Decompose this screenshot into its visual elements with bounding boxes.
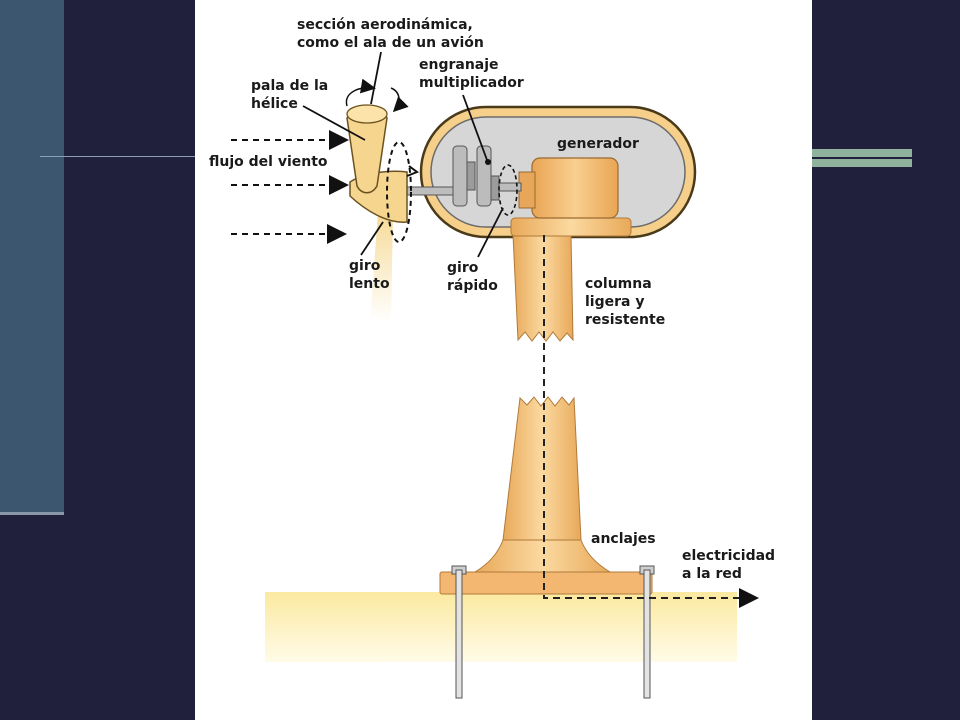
label-tower-line2: ligera y <box>585 294 644 310</box>
label-anchors: anclajes <box>591 531 656 547</box>
label-wind-flow: flujo del viento <box>209 154 328 170</box>
leader-blade <box>302 105 366 141</box>
leader-gearbox <box>462 94 488 161</box>
label-fast-spin-line2: rápido <box>447 278 498 294</box>
leader-fast-spin <box>477 207 504 258</box>
airfoil-rotation-arrow <box>345 78 376 107</box>
wind-turbine-diagram: sección aerodinámica, como el ala de un … <box>195 0 812 720</box>
blade-airfoil-section <box>346 104 388 124</box>
label-blade-line1: pala de la <box>251 78 328 94</box>
base-plate <box>439 571 653 595</box>
label-tower-line3: resistente <box>585 312 665 328</box>
label-slow-spin-line2: lento <box>349 276 390 292</box>
label-blade-line2: hélice <box>251 96 298 112</box>
anchor-bolt-right <box>643 569 651 699</box>
label-gearbox-line1: engranaje <box>419 57 499 73</box>
side-panel <box>0 0 64 515</box>
gear-large-2 <box>476 145 492 207</box>
label-fast-spin-line1: giro <box>447 260 479 276</box>
gear-small <box>490 175 500 201</box>
slow-spin-arrow <box>406 165 420 177</box>
gear-large-1 <box>452 145 468 207</box>
tower-head-plate <box>510 217 632 237</box>
gear-hub <box>466 161 476 191</box>
label-generator: generador <box>557 136 639 152</box>
fast-spin-loop <box>498 164 518 216</box>
leader-airfoil <box>370 51 382 105</box>
label-airfoil-line1: sección aerodinámica, <box>297 17 473 33</box>
leader-gearbox-dot <box>485 159 491 165</box>
slow-spin-loop <box>386 141 412 243</box>
slow-spin-glow <box>370 212 393 322</box>
ground <box>265 592 737 662</box>
label-gearbox-line2: multiplicador <box>419 75 524 91</box>
left-rule-line <box>40 156 196 157</box>
label-grid-line1: electricidad <box>682 548 775 564</box>
generator-body <box>531 157 619 219</box>
label-tower-line1: columna <box>585 276 652 292</box>
label-grid-line2: a la red <box>682 566 742 582</box>
label-slow-spin-line1: giro <box>349 258 381 274</box>
label-airfoil-line2: como el ala de un avión <box>297 35 484 51</box>
airfoil-rotation-arrow-2 <box>390 87 409 113</box>
anchor-bolt-left <box>455 569 463 699</box>
electricity-cable <box>543 235 759 608</box>
leader-slow-spin <box>360 221 384 256</box>
right-accent-bar <box>812 149 912 167</box>
